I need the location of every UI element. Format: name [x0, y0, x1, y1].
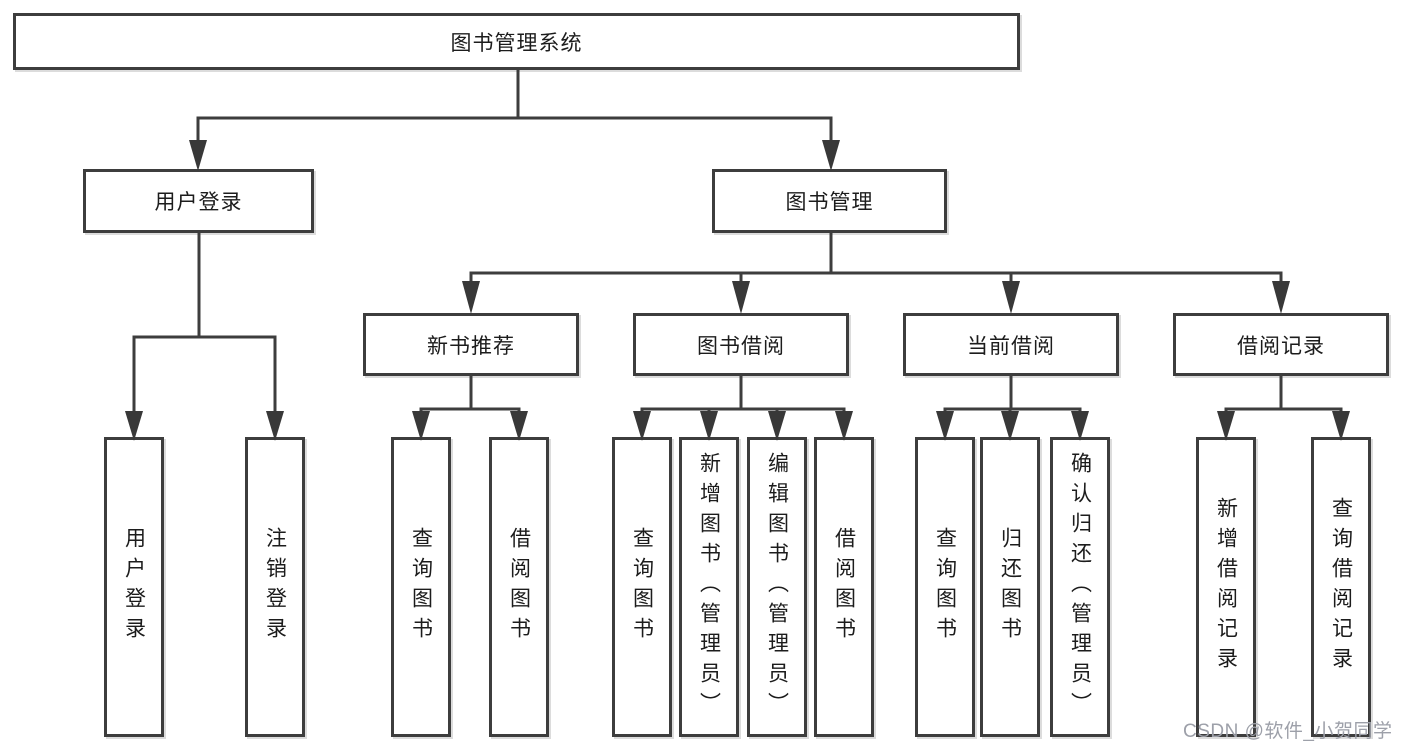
node-label: 编辑图书（管理员）	[765, 452, 789, 722]
leaf-query-books-borrow: 查询图书	[612, 437, 672, 737]
node-borrow-record: 借阅记录	[1173, 313, 1389, 376]
node-label: 当前借阅	[967, 334, 1055, 358]
connector-book-borrow	[633, 374, 853, 441]
node-label: 归还图书	[998, 527, 1022, 647]
csdn-watermark: CSDN @软件_小贺同学	[1183, 721, 1393, 742]
node-book-management: 图书管理	[712, 169, 947, 233]
leaf-add-book-admin: 新增图书（管理员）	[679, 437, 739, 737]
leaf-query-books-recommend: 查询图书	[391, 437, 451, 737]
node-label: 新增借阅记录	[1214, 497, 1238, 677]
arrow-down-icon	[822, 140, 840, 171]
leaf-logout: 注销登录	[245, 437, 305, 737]
node-label: 借阅记录	[1237, 334, 1325, 358]
leaf-borrow-books: 借阅图书	[814, 437, 874, 737]
node-book-borrow: 图书借阅	[633, 313, 849, 376]
node-label: 图书借阅	[697, 334, 785, 358]
arrow-down-icon	[1002, 281, 1020, 314]
node-label: 用户登录	[122, 527, 146, 647]
node-label: 注销登录	[263, 527, 287, 647]
node-current-borrow: 当前借阅	[903, 313, 1119, 376]
leaf-add-borrow-record: 新增借阅记录	[1196, 437, 1256, 737]
leaf-user-login: 用户登录	[104, 437, 164, 737]
node-root-system: 图书管理系统	[13, 13, 1020, 70]
node-label: 借阅图书	[832, 527, 856, 647]
leaf-query-books-current: 查询图书	[915, 437, 975, 737]
node-new-book-recommend: 新书推荐	[363, 313, 579, 376]
leaf-edit-book-admin: 编辑图书（管理员）	[747, 437, 807, 737]
node-label: 借阅图书	[507, 527, 531, 647]
node-label: 查询图书	[409, 527, 433, 647]
connector-root	[189, 68, 840, 171]
node-label: 确认归还（管理员）	[1068, 452, 1092, 722]
leaf-query-borrow-record: 查询借阅记录	[1311, 437, 1371, 737]
node-label: 查询借阅记录	[1329, 497, 1353, 677]
connector-current-borrow	[936, 374, 1089, 441]
leaf-confirm-return-admin: 确认归还（管理员）	[1050, 437, 1110, 737]
leaf-borrow-books-recommend: 借阅图书	[489, 437, 549, 737]
arrow-down-icon	[732, 281, 750, 314]
arrow-down-icon	[1272, 281, 1290, 314]
arrow-down-icon	[462, 281, 480, 314]
connector-borrow-record	[1217, 374, 1350, 441]
connector-new-book-recommend	[412, 374, 528, 441]
leaf-return-book: 归还图书	[980, 437, 1040, 737]
node-label: 查询图书	[630, 527, 654, 647]
arrow-down-icon	[189, 140, 207, 171]
node-label: 用户登录	[154, 191, 243, 214]
connector-user-login	[125, 231, 284, 441]
node-label: 新书推荐	[427, 334, 515, 358]
node-label: 查询图书	[933, 527, 957, 647]
node-user-login: 用户登录	[83, 169, 314, 233]
node-label: 图书管理系统	[450, 31, 583, 55]
node-label: 图书管理	[785, 191, 874, 214]
connector-book-management	[462, 232, 1290, 314]
node-label: 新增图书（管理员）	[697, 452, 721, 722]
